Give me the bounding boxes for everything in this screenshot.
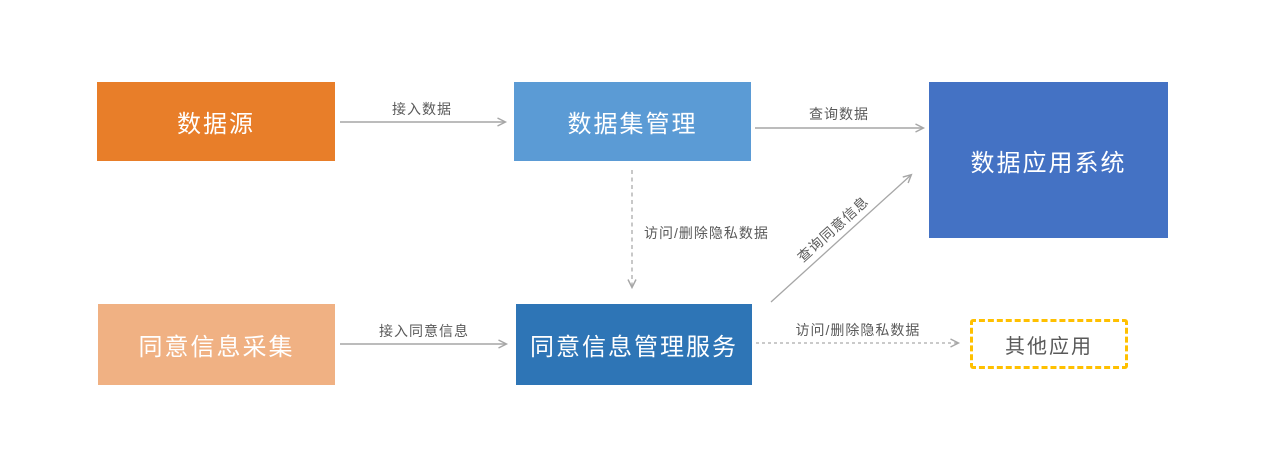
edge-label-query-consent-info: 查询同意信息: [794, 192, 872, 266]
node-consent-info-collection: 同意信息采集: [98, 304, 335, 385]
edge-label-access-consent-info: 接入同意信息: [379, 323, 469, 339]
node-other-applications-label: 其他应用: [1005, 335, 1093, 358]
node-data-source-label: 数据源: [177, 111, 255, 138]
node-consent-info-management-service-label: 同意信息管理服务: [530, 334, 738, 361]
edge-label-access-delete-private-data-2: 访问/删除隐私数据: [795, 322, 921, 338]
edge-label-access-data: 接入数据: [392, 101, 452, 117]
node-dataset-management-label: 数据集管理: [567, 111, 698, 138]
node-data-application-system-label: 数据应用系统: [970, 149, 1127, 177]
edge-query-consent-line: [770, 173, 913, 303]
node-data-source: 数据源: [97, 82, 335, 161]
node-dataset-management: 数据集管理: [514, 82, 751, 161]
node-data-application-system: 数据应用系统: [929, 82, 1168, 238]
edge-label-access-delete-private-data-1: 访问/删除隐私数据: [644, 225, 769, 241]
node-consent-info-collection-label: 同意信息采集: [138, 334, 295, 361]
node-consent-info-management-service: 同意信息管理服务: [516, 304, 752, 385]
node-other-applications: 其他应用: [970, 319, 1128, 369]
edge-label-query-data: 查询数据: [809, 106, 869, 122]
